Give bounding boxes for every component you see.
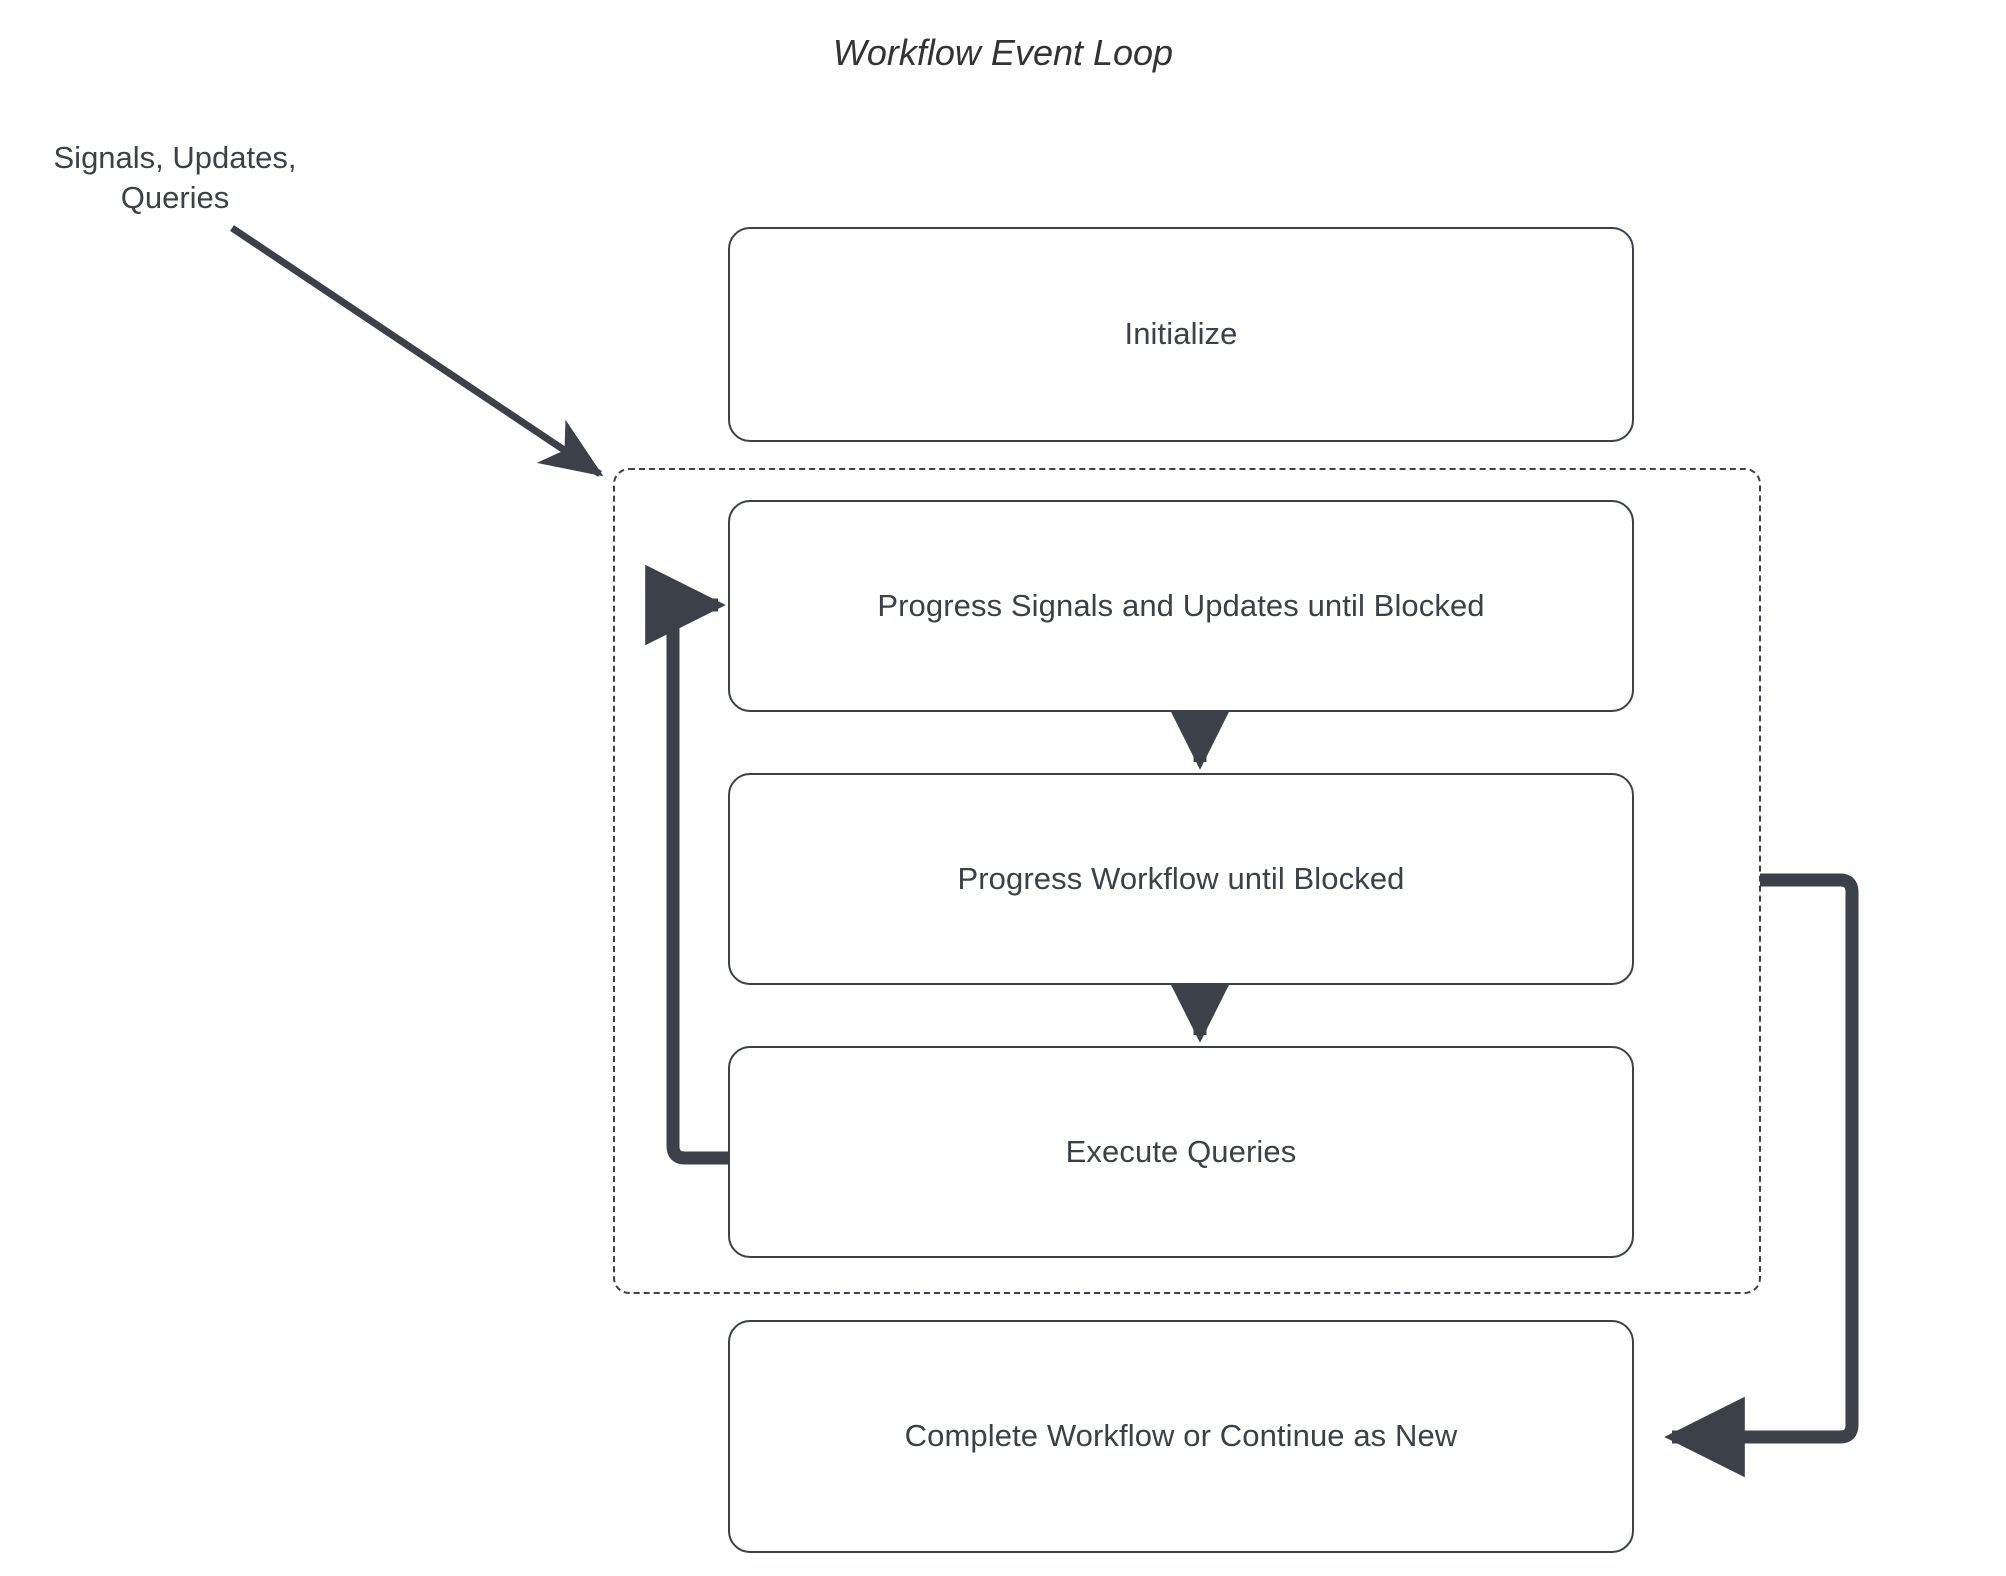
node-progress-signals-label: Progress Signals and Updates until Block…: [877, 587, 1485, 623]
page-title: Workflow Event Loop: [832, 32, 1174, 73]
event-loop-group: [613, 468, 1761, 1294]
node-complete-workflow[interactable]: Complete Workflow or Continue as New: [728, 1320, 1634, 1553]
node-progress-workflow[interactable]: Progress Workflow until Blocked: [728, 773, 1634, 985]
node-initialize[interactable]: Initialize: [728, 227, 1634, 442]
node-initialize-label: Initialize: [1124, 316, 1238, 352]
node-complete-workflow-label: Complete Workflow or Continue as New: [904, 1418, 1458, 1454]
node-progress-workflow-label: Progress Workflow until Blocked: [957, 860, 1405, 896]
external-input-label: Signals, Updates,Queries: [53, 140, 297, 215]
node-progress-signals[interactable]: Progress Signals and Updates until Block…: [728, 500, 1634, 712]
node-execute-queries[interactable]: Execute Queries: [728, 1046, 1634, 1258]
edge-external-to-loop: [230, 225, 604, 477]
node-execute-queries-label: Execute Queries: [1065, 1133, 1297, 1169]
